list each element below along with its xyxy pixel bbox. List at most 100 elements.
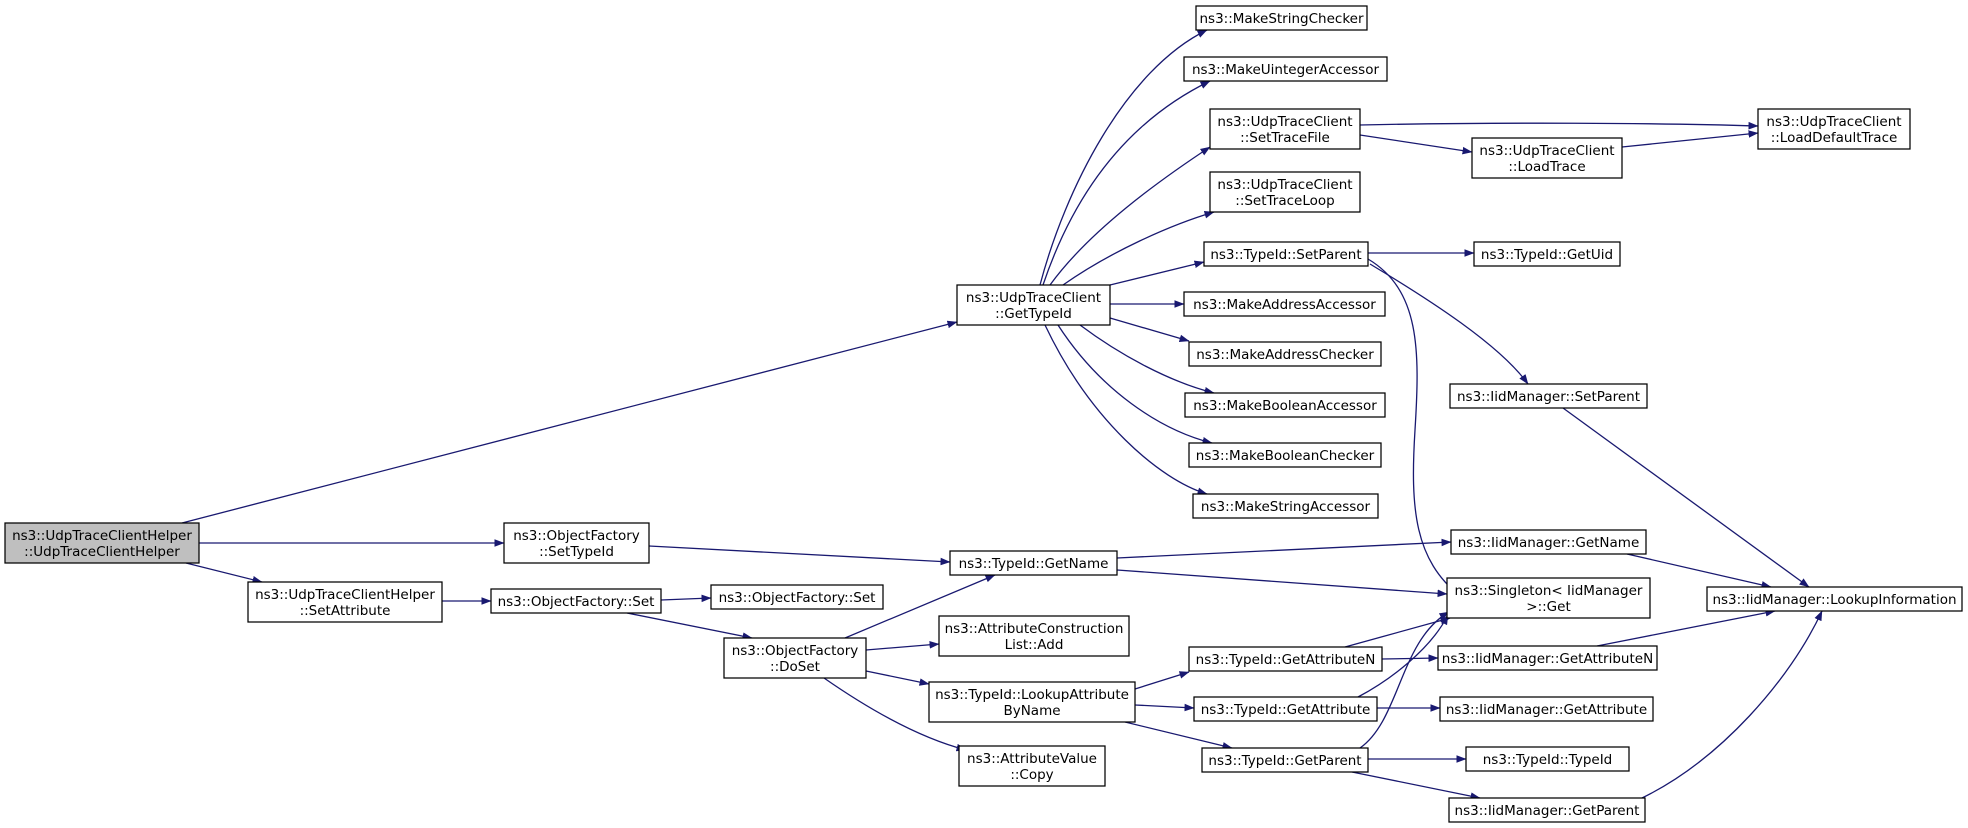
- node-box: [958, 745, 1106, 787]
- edge-utc_gettypeid-to-make_address_checker: [1109, 317, 1190, 342]
- node-label: ::LoadDefaultTrace: [1771, 130, 1898, 146]
- edge-utc_gettypeid-to-typeid_setparent: [1109, 260, 1205, 286]
- node-iid-setparent[interactable]: ns3::IidManager::SetParent: [1449, 383, 1648, 409]
- edge-of_doset-to-acl_add: [865, 640, 940, 651]
- edge-line: [1359, 121, 1759, 130]
- node-label: ::SetTraceLoop: [1235, 193, 1334, 209]
- node-typeid-getattr[interactable]: ns3::TypeId::GetAttribute: [1193, 696, 1378, 722]
- node-make-string-accessor[interactable]: ns3::MakeStringAccessor: [1192, 493, 1379, 519]
- edge-of_doset-to-typeid_getname: [844, 574, 996, 639]
- edge-of_settypeid-to-typeid_getname: [648, 545, 951, 566]
- node-box: [1193, 696, 1378, 722]
- edge-iid_getattrn-to-iid_lookupinfo: [1596, 609, 1776, 647]
- edge-utc_gettypeid-to-utc_settracefile: [1049, 146, 1211, 286]
- node-iid-getattrn[interactable]: ns3::IidManager::GetAttributeN: [1437, 645, 1658, 671]
- node-of-set2[interactable]: ns3::ObjectFactory::Set: [710, 584, 884, 610]
- edge-line: [1351, 771, 1481, 800]
- edge-iid_getname-to-iid_lookupinfo: [1626, 553, 1772, 589]
- node-typeid-setparent[interactable]: ns3::TypeId::SetParent: [1203, 241, 1369, 267]
- node-make-address-accessor[interactable]: ns3::MakeAddressAccessor: [1183, 291, 1386, 317]
- edge-line: [1044, 324, 1208, 495]
- node-of-set[interactable]: ns3::ObjectFactory::Set: [490, 588, 662, 614]
- node-box: [1203, 241, 1369, 267]
- node-helper-setattr[interactable]: ns3::UdpTraceClientHelper::SetAttribute: [247, 581, 443, 623]
- node-box: [1450, 529, 1647, 555]
- node-typeid-getattrn[interactable]: ns3::TypeId::GetAttributeN: [1188, 646, 1383, 672]
- edge-typeid_lookupattr-to-typeid_getparent: [1124, 721, 1233, 750]
- node-box: [938, 615, 1130, 657]
- node-box: [956, 284, 1111, 326]
- node-of-doset[interactable]: ns3::ObjectFactory::DoSet: [723, 637, 867, 679]
- node-make-uinteger-accessor[interactable]: ns3::MakeUintegerAccessor: [1183, 56, 1388, 82]
- node-label: ByName: [1003, 703, 1060, 719]
- edge-line: [1562, 407, 1810, 588]
- node-label: ns3::TypeId::LookupAttribute: [935, 687, 1129, 703]
- node-make-address-checker[interactable]: ns3::MakeAddressChecker: [1188, 341, 1382, 367]
- node-label: ns3::TypeId::GetName: [959, 556, 1109, 572]
- node-typeid-getparent[interactable]: ns3::TypeId::GetParent: [1201, 747, 1369, 773]
- node-box: [503, 522, 650, 564]
- edge-line: [1134, 703, 1195, 712]
- node-box: [1209, 108, 1361, 150]
- node-iid-getname[interactable]: ns3::IidManager::GetName: [1450, 529, 1647, 555]
- node-label: ns3::ObjectFactory: [513, 528, 640, 544]
- edge-line: [1134, 671, 1190, 690]
- edge-line: [1049, 146, 1211, 286]
- node-label: ns3::AttributeConstruction: [945, 621, 1124, 637]
- node-label: ns3::ObjectFactory::Set: [719, 590, 876, 606]
- node-box: [1465, 746, 1630, 772]
- node-make-boolean-accessor[interactable]: ns3::MakeBooleanAccessor: [1184, 392, 1386, 418]
- edge-line: [626, 612, 753, 640]
- node-box: [1184, 392, 1386, 418]
- node-singleton-get[interactable]: ns3::Singleton< IidManager>::Get: [1446, 577, 1651, 619]
- edge-line: [1042, 80, 1211, 286]
- node-attrvalue-copy[interactable]: ns3::AttributeValue::Copy: [958, 745, 1106, 787]
- node-box: [490, 588, 662, 614]
- node-utc-settraceloop[interactable]: ns3::UdpTraceClient::SetTraceLoop: [1209, 171, 1361, 213]
- node-label: ::DoSet: [770, 659, 820, 675]
- edge-typeid_getname-to-iid_getname: [1116, 538, 1452, 559]
- node-box: [1183, 56, 1388, 82]
- node-label: ns3::MakeBooleanChecker: [1196, 448, 1375, 464]
- node-box: [1188, 341, 1382, 367]
- node-utc-loaddefaulttrace[interactable]: ns3::UdpTraceClient::LoadDefaultTrace: [1757, 108, 1911, 150]
- edge-line: [1369, 263, 1529, 385]
- node-label: ::UdpTraceClientHelper: [24, 544, 180, 560]
- edge-line: [1039, 29, 1208, 286]
- node-box: [1449, 383, 1648, 409]
- node-label: ::LoadTrace: [1508, 159, 1585, 175]
- node-label: ::Copy: [1010, 767, 1053, 783]
- node-root[interactable]: ns3::UdpTraceClientHelper::UdpTraceClien…: [4, 522, 200, 564]
- node-typeid-typeid[interactable]: ns3::TypeId::TypeId: [1465, 746, 1630, 772]
- edge-root-to-utc_gettypeid: [181, 320, 958, 524]
- node-make-string-checker[interactable]: ns3::MakeStringChecker: [1195, 5, 1368, 31]
- edge-utc_gettypeid-to-make_string_checker: [1039, 29, 1208, 286]
- node-of-settypeid[interactable]: ns3::ObjectFactory::SetTypeId: [503, 522, 650, 564]
- node-iid-getattr[interactable]: ns3::IidManager::GetAttribute: [1439, 696, 1654, 722]
- node-make-boolean-checker[interactable]: ns3::MakeBooleanChecker: [1188, 442, 1382, 468]
- node-label: ns3::MakeAddressAccessor: [1193, 297, 1376, 313]
- node-utc-gettypeid[interactable]: ns3::UdpTraceClient::GetTypeId: [956, 284, 1111, 326]
- edge-line: [1344, 616, 1451, 648]
- node-box: [723, 637, 867, 679]
- node-label: ns3::UdpTraceClient: [1479, 143, 1614, 159]
- node-typeid-getuid[interactable]: ns3::TypeId::GetUid: [1473, 241, 1621, 267]
- node-iid-getparent[interactable]: ns3::IidManager::GetParent: [1448, 797, 1646, 823]
- edge-line: [181, 320, 958, 524]
- node-utc-settracefile[interactable]: ns3::UdpTraceClient::SetTraceFile: [1209, 108, 1361, 150]
- node-box: [1188, 442, 1382, 468]
- node-label: ns3::IidManager::GetAttributeN: [1442, 651, 1653, 667]
- node-utc-loadtrace[interactable]: ns3::UdpTraceClient::LoadTrace: [1471, 137, 1623, 179]
- edge-line: [1367, 258, 1461, 597]
- node-iid-lookupinfo[interactable]: ns3::IidManager::LookupInformation: [1706, 586, 1963, 612]
- edge-line: [1062, 211, 1215, 286]
- node-label: ns3::AttributeValue: [967, 751, 1097, 767]
- edge-of_doset-to-attrvalue_copy: [823, 677, 967, 752]
- node-box: [1439, 696, 1654, 722]
- node-label: ns3::TypeId::TypeId: [1483, 752, 1613, 768]
- node-box: [4, 522, 200, 564]
- node-typeid-getname[interactable]: ns3::TypeId::GetName: [949, 550, 1118, 576]
- node-label: ns3::TypeId::GetUid: [1481, 247, 1613, 263]
